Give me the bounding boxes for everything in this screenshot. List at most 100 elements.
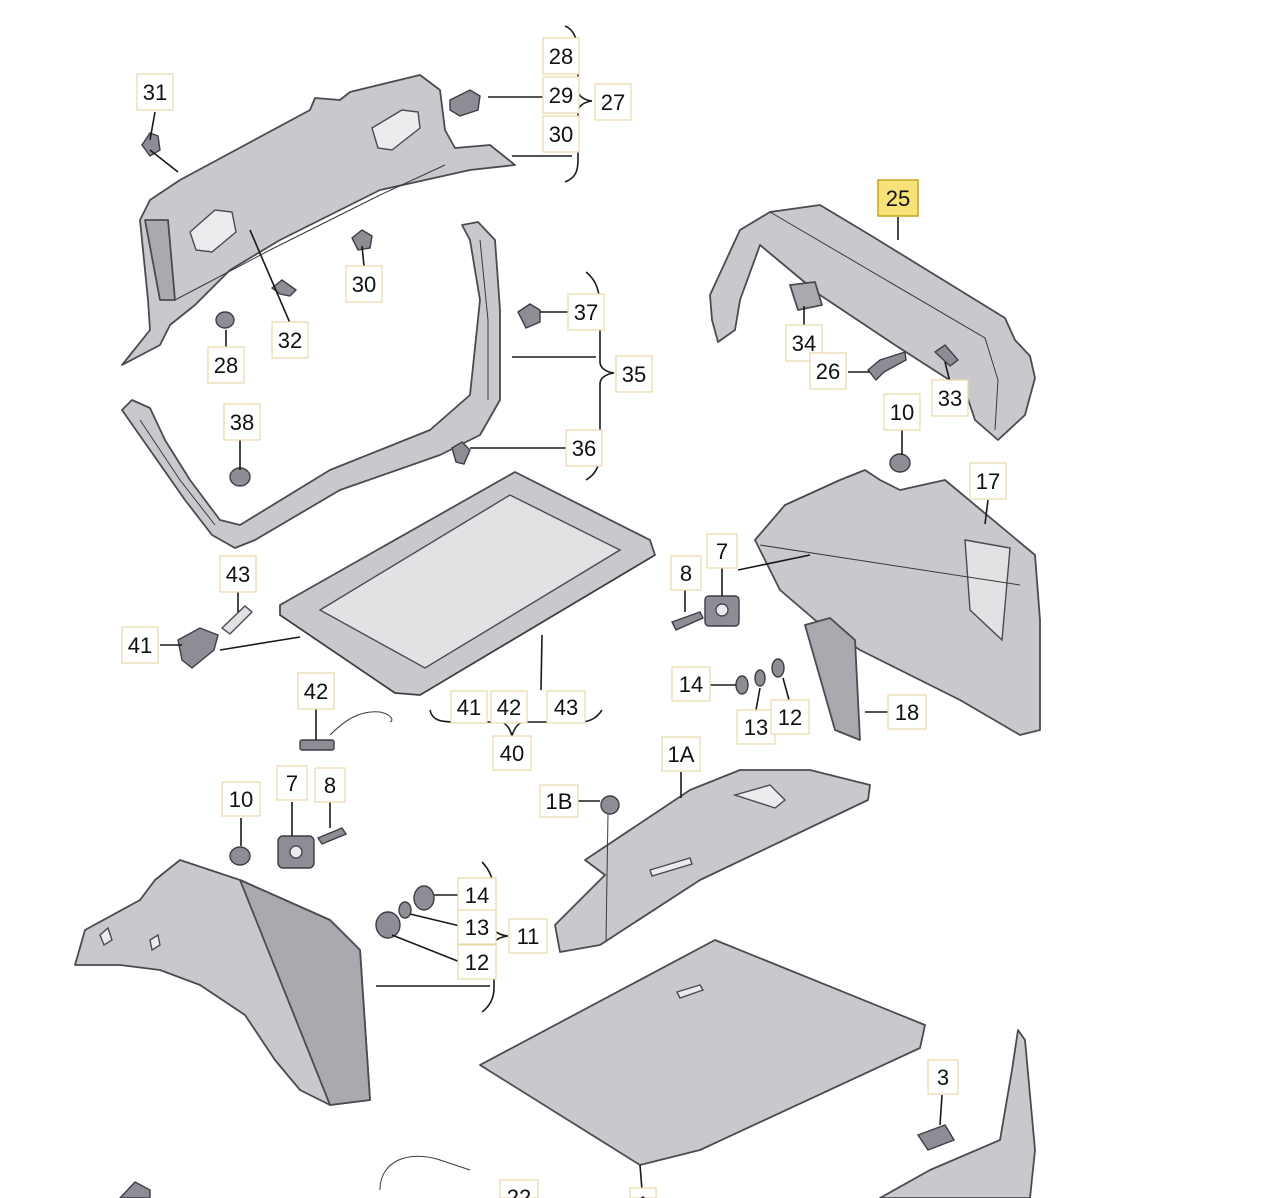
svg-text:7: 7 bbox=[286, 771, 298, 796]
callout-13-right[interactable]: 13 bbox=[736, 709, 776, 745]
callout-43[interactable]: 43 bbox=[219, 555, 257, 593]
grommet-7-left bbox=[277, 835, 315, 869]
callout-42-group[interactable]: 42 bbox=[490, 690, 528, 724]
callout-32[interactable]: 32 bbox=[271, 321, 309, 359]
callout-7-right[interactable]: 7 bbox=[706, 533, 738, 569]
svg-text:36: 36 bbox=[572, 436, 596, 461]
cable-42 bbox=[299, 711, 393, 751]
svg-text:27: 27 bbox=[601, 90, 625, 115]
svg-text:1: 1 bbox=[637, 1192, 649, 1198]
svg-text:28: 28 bbox=[214, 353, 238, 378]
svg-text:40: 40 bbox=[500, 741, 524, 766]
svg-text:8: 8 bbox=[680, 561, 692, 586]
pin-43 bbox=[220, 605, 254, 635]
callout-33[interactable]: 33 bbox=[931, 379, 969, 417]
svg-text:41: 41 bbox=[128, 633, 152, 658]
svg-text:1B: 1B bbox=[546, 789, 573, 814]
callout-26[interactable]: 26 bbox=[809, 352, 847, 390]
callout-43-group[interactable]: 43 bbox=[546, 690, 586, 724]
svg-text:11: 11 bbox=[517, 924, 540, 949]
callout-14-left[interactable]: 14 bbox=[457, 877, 497, 913]
callout-37[interactable]: 37 bbox=[567, 293, 605, 331]
callout-22[interactable]: 22 bbox=[499, 1179, 539, 1198]
svg-text:7: 7 bbox=[716, 539, 728, 564]
callout-3[interactable]: 3 bbox=[927, 1059, 959, 1095]
svg-text:18: 18 bbox=[895, 700, 919, 725]
svg-text:31: 31 bbox=[143, 80, 167, 105]
callout-1[interactable]: 1 bbox=[629, 1187, 657, 1198]
svg-text:38: 38 bbox=[230, 410, 254, 435]
callout-12-right[interactable]: 12 bbox=[770, 699, 810, 735]
svg-text:43: 43 bbox=[226, 562, 250, 587]
svg-text:10: 10 bbox=[229, 787, 253, 812]
svg-text:13: 13 bbox=[744, 715, 768, 740]
callout-13-left[interactable]: 13 bbox=[457, 909, 497, 945]
bolt-33 bbox=[933, 344, 960, 367]
svg-text:13: 13 bbox=[465, 915, 489, 940]
callout-27[interactable]: 27 bbox=[594, 83, 632, 121]
callout-17[interactable]: 17 bbox=[969, 462, 1007, 500]
grommet-7-right bbox=[704, 595, 740, 627]
callout-7-left[interactable]: 7 bbox=[276, 765, 308, 801]
callout-34[interactable]: 34 bbox=[785, 324, 823, 362]
u-trim-frame bbox=[121, 221, 501, 549]
svg-text:42: 42 bbox=[497, 695, 521, 720]
callout-25[interactable]: 25 bbox=[877, 179, 919, 217]
bottom-left-fragment bbox=[119, 1181, 151, 1198]
callout-10-left[interactable]: 10 bbox=[221, 781, 261, 817]
clip-37 bbox=[517, 303, 541, 329]
callout-29[interactable]: 29 bbox=[542, 76, 580, 114]
screw-32 bbox=[270, 279, 298, 297]
callout-36[interactable]: 36 bbox=[565, 429, 603, 467]
callout-12-left[interactable]: 12 bbox=[457, 944, 497, 980]
callout-8-right[interactable]: 8 bbox=[670, 555, 702, 591]
svg-text:22: 22 bbox=[507, 1185, 531, 1198]
svg-text:12: 12 bbox=[778, 705, 802, 730]
clip-3 bbox=[916, 1124, 956, 1151]
svg-text:3: 3 bbox=[937, 1065, 949, 1090]
callout-1b[interactable]: 1B bbox=[539, 784, 579, 818]
clip-10-left bbox=[229, 846, 251, 866]
rear-shelf-panel bbox=[121, 74, 516, 366]
svg-text:25: 25 bbox=[886, 186, 910, 211]
callout-40[interactable]: 40 bbox=[492, 735, 532, 771]
callout-41-group[interactable]: 41 bbox=[450, 690, 488, 724]
svg-text:28: 28 bbox=[549, 44, 573, 69]
bolt-26 bbox=[867, 351, 907, 382]
floor-mat bbox=[479, 939, 926, 1166]
callout-11[interactable]: 11 bbox=[508, 918, 548, 954]
callout-14-right[interactable]: 14 bbox=[671, 666, 711, 702]
knob-1b bbox=[600, 795, 620, 815]
callout-1a[interactable]: 1A bbox=[661, 736, 701, 772]
callout-18[interactable]: 18 bbox=[887, 694, 927, 730]
right-sill-trim bbox=[879, 1029, 1036, 1198]
callout-42[interactable]: 42 bbox=[297, 672, 335, 710]
callout-28-left[interactable]: 28 bbox=[207, 346, 245, 384]
callout-30-top[interactable]: 30 bbox=[542, 115, 580, 153]
clip-10-right bbox=[889, 453, 911, 473]
callout-38[interactable]: 38 bbox=[223, 403, 261, 441]
parcel-shelf-cover bbox=[279, 471, 656, 696]
svg-text:37: 37 bbox=[574, 300, 598, 325]
washers-left bbox=[375, 885, 435, 939]
callout-8-left[interactable]: 8 bbox=[314, 767, 346, 803]
svg-text:35: 35 bbox=[622, 362, 646, 387]
callout-30[interactable]: 30 bbox=[345, 265, 383, 303]
svg-text:33: 33 bbox=[938, 386, 962, 411]
screw-8-right bbox=[671, 611, 704, 631]
callout-31[interactable]: 31 bbox=[136, 73, 174, 111]
callout-41[interactable]: 41 bbox=[121, 626, 159, 664]
screw-8-left bbox=[316, 827, 348, 845]
svg-text:8: 8 bbox=[324, 773, 336, 798]
svg-text:30: 30 bbox=[549, 122, 573, 147]
left-side-trim-panel bbox=[74, 859, 371, 1106]
svg-text:26: 26 bbox=[816, 359, 840, 384]
callout-28[interactable]: 28 bbox=[542, 37, 580, 75]
svg-text:14: 14 bbox=[679, 672, 703, 697]
callout-35[interactable]: 35 bbox=[615, 355, 653, 393]
callout-10-right[interactable]: 10 bbox=[883, 393, 921, 431]
clip-31 bbox=[141, 132, 161, 157]
svg-text:17: 17 bbox=[976, 469, 1000, 494]
svg-text:30: 30 bbox=[352, 272, 376, 297]
svg-text:10: 10 bbox=[890, 400, 914, 425]
